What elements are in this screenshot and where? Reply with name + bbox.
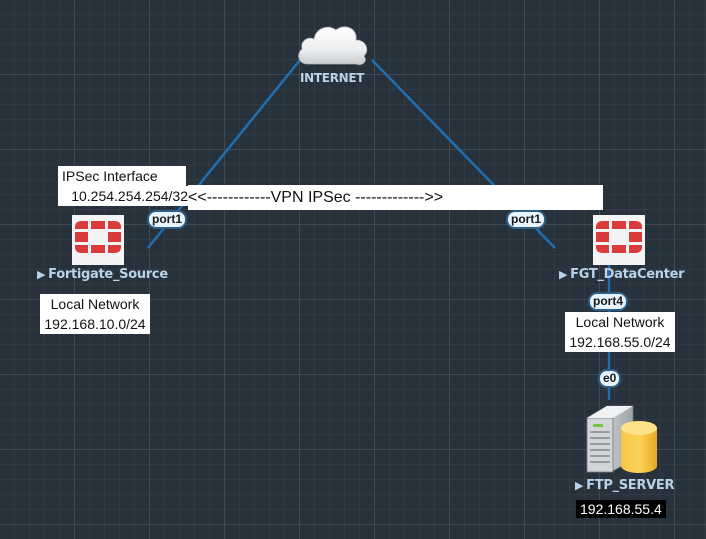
vpn-ipsec-banner: <<------------VPN IPSec ------------->> (188, 185, 603, 210)
fortinet-logo-icon (75, 221, 121, 253)
ftp-server-e0-port[interactable]: e0 (598, 369, 622, 388)
fortigate-source-port1[interactable]: port1 (147, 210, 187, 229)
expand-triangle-icon[interactable]: ▶ (559, 268, 568, 281)
expand-triangle-icon[interactable]: ▶ (37, 268, 46, 281)
fgt-datacenter-port4[interactable]: port4 (588, 292, 628, 311)
fortigate-source-node[interactable] (72, 215, 124, 265)
fortinet-logo-icon (596, 221, 642, 253)
source-local-network-box: Local Network 192.168.10.0/24 (40, 294, 150, 334)
fgt-datacenter-port1[interactable]: port1 (506, 210, 546, 229)
internet-node[interactable]: INTERNET (292, 18, 372, 88)
ftp-server-label[interactable]: ▶FTP_SERVER (575, 478, 675, 493)
fgt-datacenter-node[interactable] (593, 215, 645, 265)
fgt-datacenter-label[interactable]: ▶FGT_DataCenter (559, 267, 685, 282)
ftp-server-ip: 192.168.55.4 (576, 500, 666, 518)
source-local-network-subnet: 192.168.10.0/24 (44, 316, 146, 332)
ipsec-interface-title: IPSec Interface (58, 166, 186, 186)
datacenter-local-network-box: Local Network 192.168.55.0/24 (565, 312, 675, 352)
ipsec-interface-address: 10.254.254.254/32 (58, 186, 190, 206)
ftp-server-node[interactable] (585, 400, 660, 475)
datacenter-local-network-title: Local Network (575, 314, 665, 330)
expand-triangle-icon[interactable]: ▶ (575, 479, 584, 492)
datacenter-local-network-subnet: 192.168.55.0/24 (569, 334, 671, 350)
source-local-network-title: Local Network (50, 296, 140, 312)
internet-label: INTERNET (300, 71, 365, 85)
cloud-icon (298, 26, 368, 65)
fortigate-source-label[interactable]: ▶Fortigate_Source (37, 267, 168, 282)
ipsec-interface-title-text: IPSec Interface (62, 168, 158, 184)
server-database-icon (586, 405, 657, 473)
